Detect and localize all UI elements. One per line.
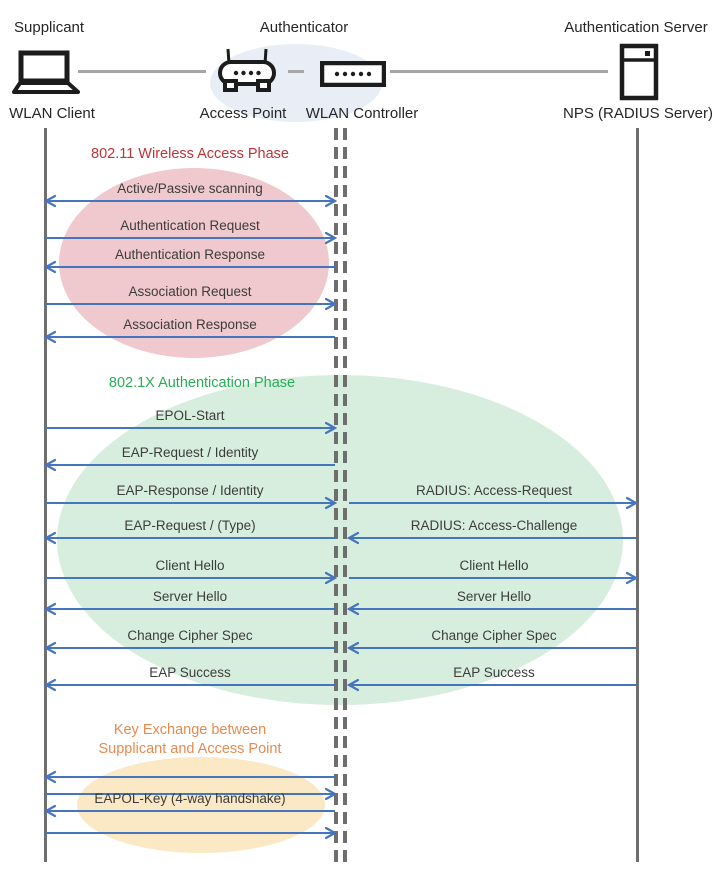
message-label: Client Hello (155, 558, 225, 573)
message-label: Authentication Request (120, 218, 260, 233)
message-label: Association Response (123, 317, 257, 332)
wireless-router-icon (216, 46, 278, 94)
message-label: EAPOL-Key (4-way handshake) (94, 791, 286, 806)
phase3-title-line2: Supplicant and Access Point (98, 741, 282, 757)
node-label-wlan-controller: WLAN Controller (305, 105, 419, 122)
message-label: Change Cipher Spec (431, 628, 557, 643)
message-label: EAP-Request / (Type) (124, 518, 256, 533)
message-label: Active/Passive scanning (117, 181, 263, 196)
node-label-wlan-client: WLAN Client (9, 105, 95, 122)
role-label-supplicant: Supplicant (14, 19, 85, 36)
server-lifeline (636, 128, 639, 862)
role-label-authentication-server: Authentication Server (564, 19, 708, 36)
controller-lifeline-dashed-left (334, 128, 338, 862)
message-label: Server Hello (152, 589, 228, 604)
role-label-authenticator: Authenticator (259, 19, 349, 36)
node-label-access-point: Access Point (199, 105, 287, 122)
node-label-nps-radius-server: NPS (RADIUS Server) (562, 105, 713, 122)
laptop-icon (12, 50, 80, 96)
message-label: RADIUS: Access-Request (415, 483, 573, 498)
message-label: Association Request (128, 284, 252, 299)
message-label: Client Hello (459, 558, 529, 573)
message-label: Change Cipher Spec (127, 628, 253, 643)
client-lifeline (44, 128, 47, 862)
message-label: Server Hello (456, 589, 532, 604)
message-label: EAP Success (453, 665, 535, 680)
message-label: EAP-Request / Identity (121, 445, 259, 460)
server-icon (619, 43, 659, 101)
message-label: EAP Success (149, 665, 231, 680)
phase3-title-line1: Key Exchange between (113, 722, 267, 738)
message-label: EPOL-Start (155, 408, 225, 423)
message-label: Authentication Response (114, 247, 266, 262)
controller-lifeline-dashed-right (343, 128, 347, 862)
connector-line (78, 70, 206, 73)
message-label: EAP-Response / Identity (116, 483, 264, 498)
connector-line (288, 70, 304, 73)
message-label: RADIUS: Access-Challenge (410, 518, 578, 533)
phase1-title: 802.11 Wireless Access Phase (91, 146, 289, 162)
phase2-title: 802.1X Authentication Phase (108, 375, 296, 391)
phase3-ellipse (77, 757, 325, 853)
wlan-controller-icon (319, 60, 387, 88)
connector-line (390, 70, 608, 73)
phase2-ellipse (57, 375, 623, 705)
phase3-title: Key Exchange between Supplicant and Acce… (99, 721, 282, 759)
